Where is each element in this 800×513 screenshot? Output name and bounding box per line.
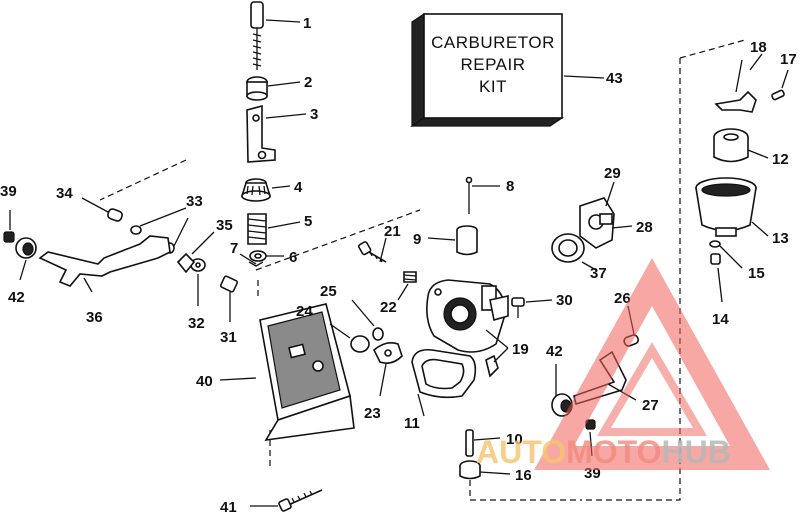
- callout-12: 12: [772, 151, 789, 168]
- part-1-screw: [250, 1, 264, 70]
- callout-10: 10: [506, 431, 523, 448]
- part-5-spring: [247, 213, 267, 245]
- part-34-bushing: [107, 208, 123, 222]
- callout-23: 23: [364, 405, 381, 422]
- part-41-screw: [278, 489, 323, 512]
- kit-box-line-2: REPAIR: [460, 55, 525, 74]
- callout-15: 15: [748, 265, 765, 282]
- part-18-float-arm: [714, 59, 757, 113]
- part-20-carburetor-body: [426, 279, 509, 353]
- part-29-fitting: [599, 213, 613, 225]
- part-14-washer: [709, 240, 721, 248]
- watermark-auto: AUTO: [476, 434, 566, 470]
- callout-27: 27: [642, 397, 659, 414]
- part-42-grommet-left: [15, 237, 37, 259]
- callout-11: 11: [404, 415, 420, 432]
- watermark-moto: MOTO: [566, 434, 661, 470]
- callout-labels: 1 2 3 4 5 6 7 8 9 10 11 12 13 14 15 16 1…: [0, 15, 797, 513]
- part-8-needle: [465, 176, 473, 214]
- callout-16: 16: [515, 467, 532, 484]
- callout-4: 4: [294, 179, 303, 196]
- callout-19: 19: [512, 341, 529, 358]
- callout-leader-lines: [9, 19, 789, 507]
- part-37-gasket-ring: [551, 233, 585, 263]
- callout-29: 29: [604, 165, 621, 182]
- kit-box-line-1: CARBURETOR: [431, 33, 555, 52]
- callout-30: 30: [556, 292, 573, 309]
- watermark-hub: HUB: [661, 434, 730, 470]
- callout-5: 5: [304, 213, 312, 230]
- callout-3: 3: [310, 106, 318, 123]
- callout-42-right: 42: [546, 343, 563, 360]
- callout-35: 35: [216, 217, 233, 234]
- callout-14: 14: [712, 311, 729, 328]
- carburetor-repair-kit-box: CARBURETOR REPAIR KIT: [410, 12, 564, 128]
- watermark-text: AUTOMOTOHUB: [476, 434, 731, 470]
- part-31-screw: [219, 275, 239, 293]
- callout-22: 22: [380, 299, 397, 316]
- part-2-nut: [246, 76, 268, 101]
- callout-40: 40: [196, 373, 213, 390]
- callout-32: 32: [188, 315, 205, 332]
- part-24-cap: [350, 335, 370, 353]
- callout-9: 9: [413, 231, 421, 248]
- callout-2: 2: [304, 74, 312, 91]
- part-39-screw-right: [585, 419, 596, 430]
- callout-28: 28: [636, 219, 653, 236]
- part-15-screw: [710, 253, 721, 265]
- callout-1: 1: [303, 15, 311, 32]
- part-25-washer: [372, 327, 384, 341]
- callout-24: 24: [296, 303, 313, 320]
- part-10-pin: [465, 429, 474, 457]
- callout-42-left: 42: [8, 289, 25, 306]
- callout-7: 7: [230, 240, 238, 257]
- callout-26: 26: [614, 290, 631, 307]
- watermark-triangle-icon: [534, 258, 770, 470]
- part-36-link-arm: [38, 235, 171, 287]
- callout-18: 18: [750, 39, 767, 56]
- part-3-bracket: [246, 104, 276, 163]
- part-23-plate: [373, 342, 403, 364]
- callout-43: 43: [606, 70, 623, 87]
- callout-25: 25: [320, 283, 337, 300]
- callout-8: 8: [506, 178, 514, 195]
- part-6-washer: [249, 250, 267, 262]
- assembly-guide-lines: [99, 39, 746, 501]
- part-39-screw-left: [3, 231, 15, 243]
- callout-33: 33: [186, 193, 203, 210]
- part-42-grommet-right: [551, 393, 573, 417]
- part-13-float-bowl: [695, 177, 757, 237]
- part-11-gasket: [411, 348, 477, 399]
- part-40-air-silencer: [259, 303, 355, 442]
- kit-box-line-3: KIT: [479, 77, 507, 96]
- callout-39-left: 39: [0, 183, 17, 200]
- watermark-inner-triangle-icon: [597, 342, 707, 436]
- part-21-screw: [357, 241, 387, 263]
- part-9-float-sleeve: [456, 225, 478, 256]
- callout-34: 34: [56, 185, 73, 202]
- callout-31: 31: [220, 329, 237, 346]
- callout-13: 13: [772, 230, 789, 247]
- automotohub-watermark: AUTOMOTOHUB: [476, 258, 770, 470]
- part-30-screw: [511, 297, 525, 318]
- callout-17: 17: [780, 51, 797, 68]
- callout-41: 41: [220, 499, 237, 513]
- part-7-ring: [248, 261, 264, 267]
- callout-6: 6: [289, 249, 297, 266]
- part-17-pin: [771, 89, 785, 101]
- part-22-spring: [403, 271, 417, 283]
- part-4-cap: [240, 178, 272, 202]
- callout-36: 36: [86, 309, 103, 326]
- part-16-cap: [459, 460, 481, 480]
- part-35-lever: [176, 252, 196, 274]
- callout-37: 37: [590, 265, 607, 282]
- part-12-float: [713, 128, 749, 163]
- callout-21: 21: [384, 223, 401, 240]
